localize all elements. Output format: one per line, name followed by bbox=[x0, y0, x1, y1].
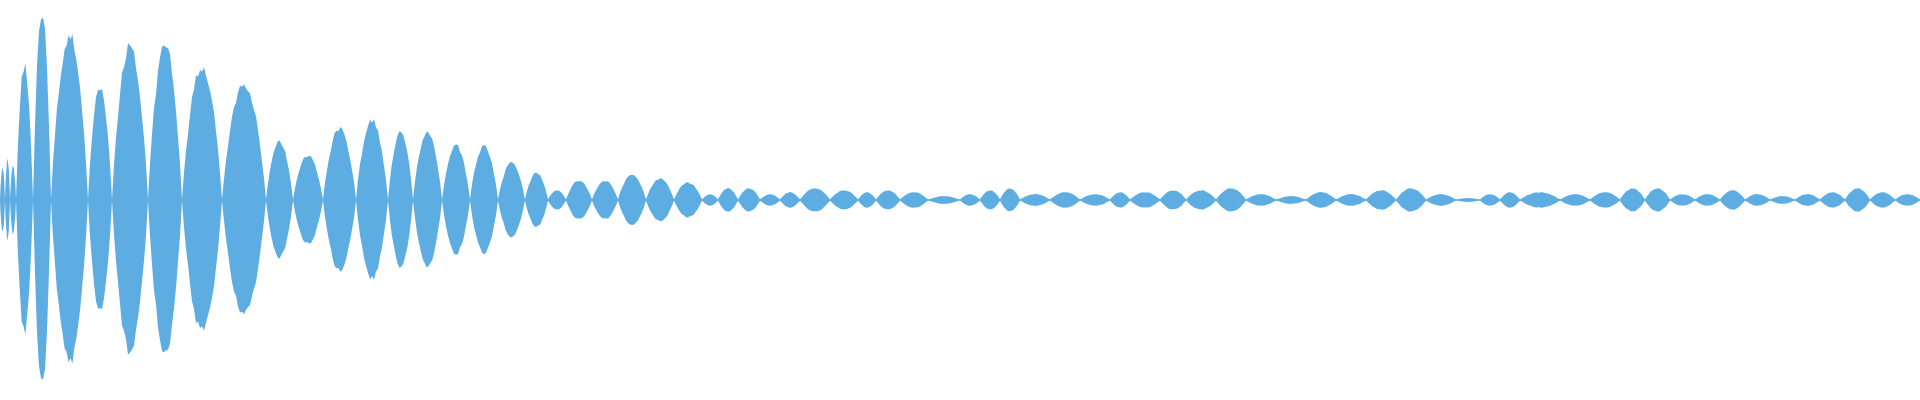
waveform-lobe bbox=[33, 17, 51, 380]
waveform-lobe bbox=[16, 63, 33, 335]
waveform-lobe bbox=[222, 84, 266, 315]
waveform-lobe bbox=[51, 34, 88, 364]
waveform-lobe bbox=[112, 43, 148, 355]
waveform-lobe bbox=[182, 67, 222, 331]
waveform-lobe bbox=[148, 45, 182, 353]
waveform-lobes bbox=[0, 17, 1920, 380]
waveform-lobe bbox=[88, 89, 112, 310]
